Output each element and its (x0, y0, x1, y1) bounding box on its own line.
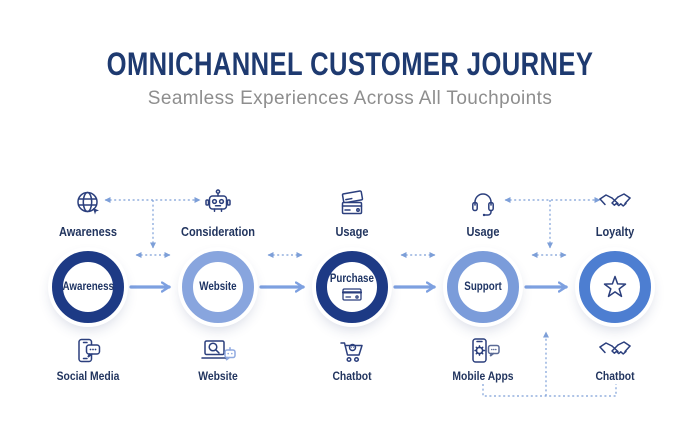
stage-circle: Awareness (52, 251, 124, 323)
globe-icon (74, 187, 102, 219)
stage-top-label: Loyalty (595, 225, 635, 239)
stage-bottom-label: Chatbot (332, 371, 372, 383)
stage-bottom-label: Website (198, 371, 238, 383)
stage-circle: Website (182, 251, 254, 323)
stage-top-label: Usage (335, 225, 369, 239)
stage-bottom-label: Mobile Apps (452, 371, 514, 383)
stage-awareness: Awareness Awareness Social Media (28, 185, 148, 400)
stage-loyalty: Loyalty Chatbot (555, 185, 675, 400)
shopping-cart-icon (337, 335, 367, 367)
stage-circle-label: Website (199, 280, 237, 293)
page-title: OMNICHANNEL CUSTOMER JOURNEY (106, 46, 594, 82)
handshake-icon (598, 335, 632, 367)
stage-bottom-label: Social Media (56, 371, 120, 383)
stage-circle-label: Awareness (62, 280, 114, 293)
stage-top-label: Awareness (59, 225, 117, 239)
stage-top-label: Consideration (181, 225, 255, 239)
stage-bottom-label: Chatbot (595, 371, 635, 383)
stage-circle: Support (447, 251, 519, 323)
stage-consideration: Consideration Website Website (158, 185, 278, 400)
stage-circle-label: Support (464, 280, 502, 293)
page-subtitle: Seamless Experiences Across All Touchpoi… (147, 88, 553, 109)
robot-icon (203, 187, 233, 219)
stage-circle (579, 251, 651, 323)
stage-purchase: Usage Purchase Chatbot (292, 185, 412, 400)
credit-card-icon (337, 187, 367, 219)
stage-circle: Purchase (316, 251, 388, 323)
smartphone-chat-icon (73, 335, 103, 367)
headset-icon (468, 187, 498, 219)
stage-top-label: Usage (466, 225, 500, 239)
mobile-gear-chat-icon (466, 335, 500, 367)
star-icon (601, 273, 629, 301)
handshake-icon (598, 187, 632, 219)
stage-circle-label: Purchase (329, 273, 375, 286)
laptop-search-icon (199, 335, 237, 367)
credit-card-icon (342, 288, 362, 301)
stage-support: Usage Support Mobile Apps (423, 185, 543, 400)
